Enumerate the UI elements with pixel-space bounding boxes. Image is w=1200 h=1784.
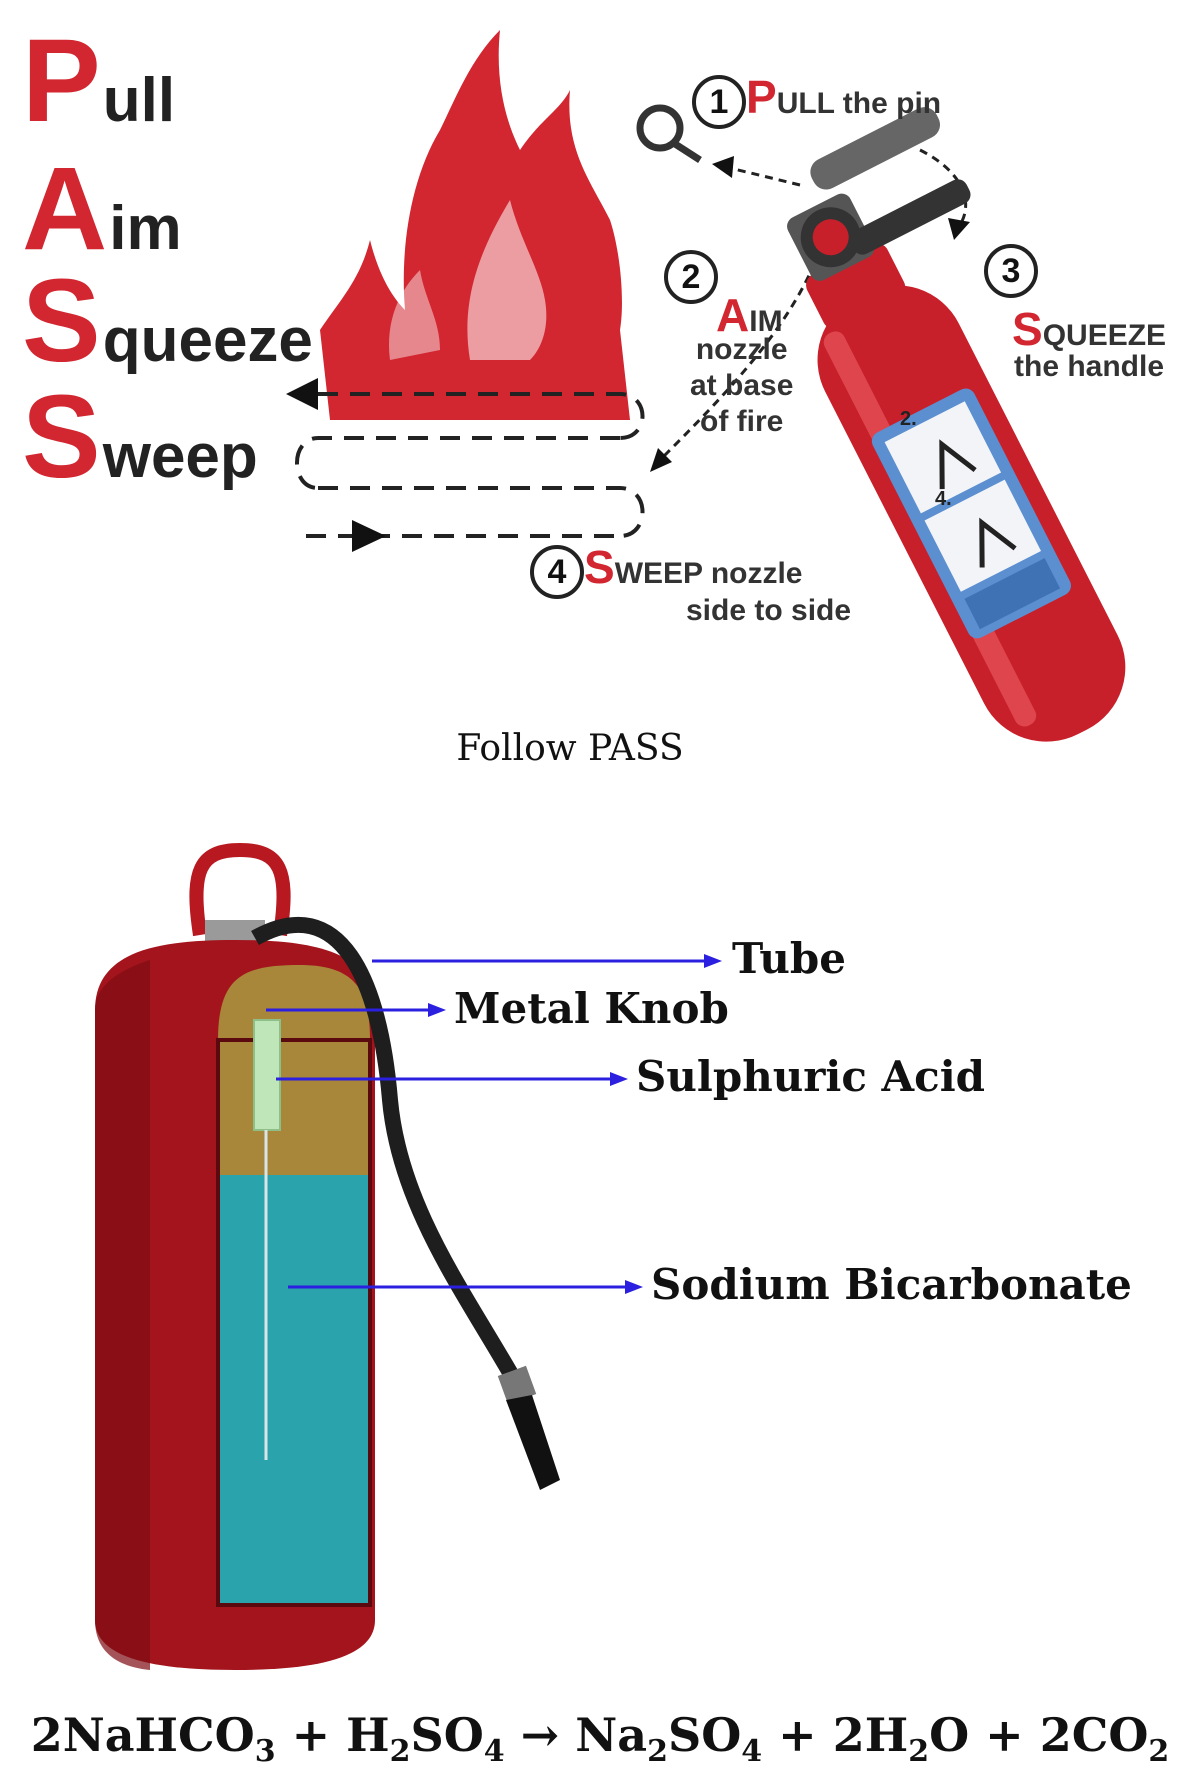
sweep-line-middle — [295, 436, 620, 490]
eq-part: + H — [275, 1708, 390, 1762]
squeeze-arrow — [919, 148, 968, 226]
eq-part: 2NaHCO — [30, 1708, 255, 1762]
eq-subscript: 2 — [908, 1734, 930, 1770]
arrowhead-sulphuric-acid-icon — [610, 1072, 628, 1086]
caption-follow-pass: Follow PASS — [456, 728, 684, 769]
step-text: ULL the pin — [776, 87, 942, 120]
pull-pin-icon — [636, 104, 702, 163]
pass-word-rest: queeze — [102, 306, 313, 375]
step-number-badge: 2 — [664, 250, 718, 304]
label-sodium-bicarbonate: Sodium Bicarbonate — [651, 1260, 1132, 1309]
eq-part: O + 2CO — [929, 1708, 1149, 1762]
pass-diagram: Pull Aim Squeeze Sweep — [0, 0, 1200, 790]
sweep-arrow-left-icon — [286, 378, 318, 410]
carry-handle-icon — [189, 842, 291, 937]
label-step-4: 4. — [935, 488, 952, 510]
step-squeeze: 3 — [984, 244, 1038, 298]
pass-word-rest: ull — [102, 66, 176, 135]
eq-part: → Na — [504, 1708, 648, 1762]
pass-word-aim: Aim — [22, 150, 182, 268]
chemical-equation: 2NaHCO3 + H2SO4 → Na2SO4 + 2H2O + 2CO2 — [0, 1708, 1200, 1769]
soda-acid-extinguisher-diagram: Tube Metal Knob Sulphuric Acid Sodium Bi… — [0, 830, 1200, 1690]
pass-word-rest: weep — [102, 422, 258, 491]
step-text: WEEP nozzle — [614, 557, 803, 590]
pass-word-sweep: Sweep — [22, 378, 258, 496]
pass-word-rest: im — [109, 194, 182, 263]
eq-subscript: 4 — [483, 1734, 505, 1770]
step-aim-title: AIM — [716, 288, 783, 342]
label-tube: Tube — [732, 934, 847, 983]
eq-part: + 2H — [762, 1708, 909, 1762]
eq-subscript: 2 — [1148, 1734, 1170, 1770]
step-cap-letter: A — [716, 289, 750, 341]
label-sulphuric-acid: Sulphuric Acid — [636, 1052, 986, 1101]
label-metal-knob: Metal Knob — [454, 984, 729, 1033]
eq-part: SO — [667, 1708, 742, 1762]
step-cap-letter: P — [746, 71, 777, 123]
pass-word-squeeze: Squeeze — [22, 262, 313, 380]
arrowhead-sodium-bicarbonate-icon — [625, 1280, 643, 1294]
pass-artwork — [286, 30, 1126, 742]
fire-extinguisher-icon — [787, 107, 1126, 742]
pull-arrowhead-icon — [712, 156, 734, 178]
flame-inner-icon — [467, 200, 547, 360]
step-number-badge: 1 — [692, 75, 746, 129]
pull-arrow — [729, 166, 801, 187]
flame-inner-icon — [389, 270, 440, 360]
step-squeeze-desc: the handle — [1014, 350, 1165, 383]
arrowhead-tube-icon — [704, 954, 722, 968]
eq-subscript: 3 — [254, 1734, 276, 1770]
eq-subscript: 2 — [389, 1734, 411, 1770]
arrowhead-metal-knob-icon — [428, 1003, 446, 1017]
step-sweep-desc: side to side — [686, 594, 852, 627]
pass-letter-p: P — [22, 15, 101, 147]
squeeze-arrowhead-icon — [948, 218, 970, 240]
bicarbonate-section — [218, 1175, 370, 1605]
sweep-arrow-right-icon — [352, 520, 386, 552]
cutaway-artwork — [95, 842, 722, 1670]
pass-letter-s: S — [22, 255, 101, 387]
sweep-path — [295, 392, 645, 538]
step-aim: 2 — [664, 250, 718, 304]
pass-letter-s: S — [22, 371, 101, 503]
step-cap-letter: S — [1012, 303, 1043, 355]
cutaway-outline — [216, 1038, 372, 1607]
sweep-line-top — [318, 392, 645, 440]
pass-letter-a: A — [22, 143, 108, 275]
step-aim-desc: nozzle at base of fire — [690, 332, 793, 440]
sweep-line-lower — [318, 486, 645, 538]
eq-part: SO — [410, 1708, 484, 1762]
eq-subscript: 2 — [647, 1734, 668, 1770]
step-line: of fire — [700, 405, 784, 438]
aim-arrowhead-icon — [650, 448, 672, 472]
acid-section — [218, 965, 370, 1175]
step-text: IM — [749, 305, 783, 338]
hose-coupling-icon — [497, 1365, 537, 1405]
eq-subscript: 4 — [741, 1734, 763, 1770]
cylinder-shade — [95, 960, 150, 1670]
step-number-badge: 3 — [984, 244, 1038, 298]
step-number-badge: 4 — [530, 545, 584, 599]
step-squeeze-title: SQUEEZE — [1012, 302, 1166, 356]
label-step-2: 2. — [900, 408, 917, 430]
flame-icon — [320, 30, 630, 420]
hose-icon — [251, 917, 527, 1394]
step-text: QUEEZE — [1042, 319, 1167, 352]
acid-bottle-icon — [253, 1019, 281, 1131]
step-cap-letter: S — [584, 541, 615, 593]
nozzle-icon — [506, 1395, 560, 1490]
step-line: at base — [690, 369, 794, 402]
step-line: nozzle — [695, 333, 788, 366]
pass-word-pull: Pull — [22, 22, 175, 140]
aim-arrow — [658, 249, 822, 462]
